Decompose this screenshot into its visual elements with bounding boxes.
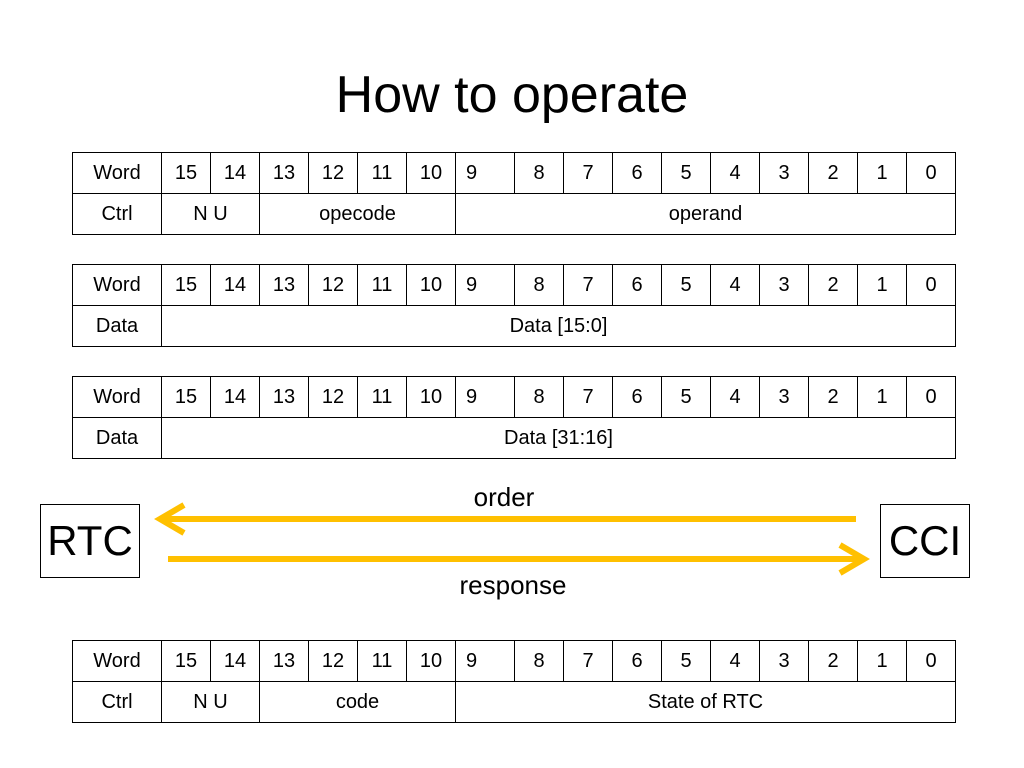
bit-cell-15: 15 xyxy=(161,376,211,418)
bit-cell-13: 13 xyxy=(259,376,309,418)
bit-cell-1: 1 xyxy=(857,152,907,194)
bit-cell-0: 0 xyxy=(906,264,956,306)
row-label-cell: Ctrl xyxy=(72,193,162,235)
rtc-box: RTC xyxy=(40,504,140,578)
word-header-cell: Word xyxy=(72,152,162,194)
bit-cell-12: 12 xyxy=(308,152,358,194)
bit-cell-10: 10 xyxy=(406,152,456,194)
bit-cell-5: 5 xyxy=(661,640,711,682)
field-cell: operand xyxy=(455,193,956,235)
bit-cell-4: 4 xyxy=(710,152,760,194)
field-cell: State of RTC xyxy=(455,681,956,723)
order-label: order xyxy=(473,482,535,512)
word-header-cell: Word xyxy=(72,640,162,682)
bit-cell-15: 15 xyxy=(161,152,211,194)
bit-cell-12: 12 xyxy=(308,640,358,682)
bit-cell-11: 11 xyxy=(357,640,407,682)
bit-cell-15: 15 xyxy=(161,640,211,682)
field-cell: N U xyxy=(161,681,260,723)
bit-cell-8: 8 xyxy=(514,376,564,418)
bit-cell-3: 3 xyxy=(759,152,809,194)
rtc-label: RTC xyxy=(47,517,133,564)
bit-cell-9: 9 xyxy=(455,640,515,682)
bit-cell-9: 9 xyxy=(455,376,515,418)
bit-cell-4: 4 xyxy=(710,640,760,682)
bit-cell-2: 2 xyxy=(808,376,858,418)
row-label-cell: Data xyxy=(72,417,162,459)
bit-cell-4: 4 xyxy=(710,264,760,306)
bit-cell-3: 3 xyxy=(759,376,809,418)
bit-cell-1: 1 xyxy=(857,640,907,682)
bit-cell-3: 3 xyxy=(759,640,809,682)
field-cell: opecode xyxy=(259,193,456,235)
bit-cell-0: 0 xyxy=(906,640,956,682)
order-arrow xyxy=(154,502,856,536)
field-cell: N U xyxy=(161,193,260,235)
bit-cell-8: 8 xyxy=(514,640,564,682)
row-label-cell: Ctrl xyxy=(72,681,162,723)
bit-cell-0: 0 xyxy=(906,152,956,194)
cci-label: CCI xyxy=(888,517,962,564)
bit-cell-14: 14 xyxy=(210,376,260,418)
bit-cell-14: 14 xyxy=(210,264,260,306)
bit-cell-6: 6 xyxy=(612,264,662,306)
bit-cell-7: 7 xyxy=(563,640,613,682)
word-header-cell: Word xyxy=(72,264,162,306)
bit-cell-5: 5 xyxy=(661,264,711,306)
bit-cell-11: 11 xyxy=(357,264,407,306)
bit-cell-7: 7 xyxy=(563,264,613,306)
bit-cell-6: 6 xyxy=(612,640,662,682)
page-title: How to operate xyxy=(335,66,689,124)
response-arrow xyxy=(168,542,870,576)
bit-cell-14: 14 xyxy=(210,640,260,682)
response-label: response xyxy=(459,570,567,600)
bit-cell-7: 7 xyxy=(563,152,613,194)
field-cell: Data [31:16] xyxy=(161,417,956,459)
bit-cell-13: 13 xyxy=(259,640,309,682)
bit-cell-14: 14 xyxy=(210,152,260,194)
field-cell: Data [15:0] xyxy=(161,305,956,347)
field-cell: code xyxy=(259,681,456,723)
bit-cell-2: 2 xyxy=(808,152,858,194)
bit-cell-10: 10 xyxy=(406,640,456,682)
cci-box: CCI xyxy=(880,504,970,578)
bit-cell-2: 2 xyxy=(808,640,858,682)
